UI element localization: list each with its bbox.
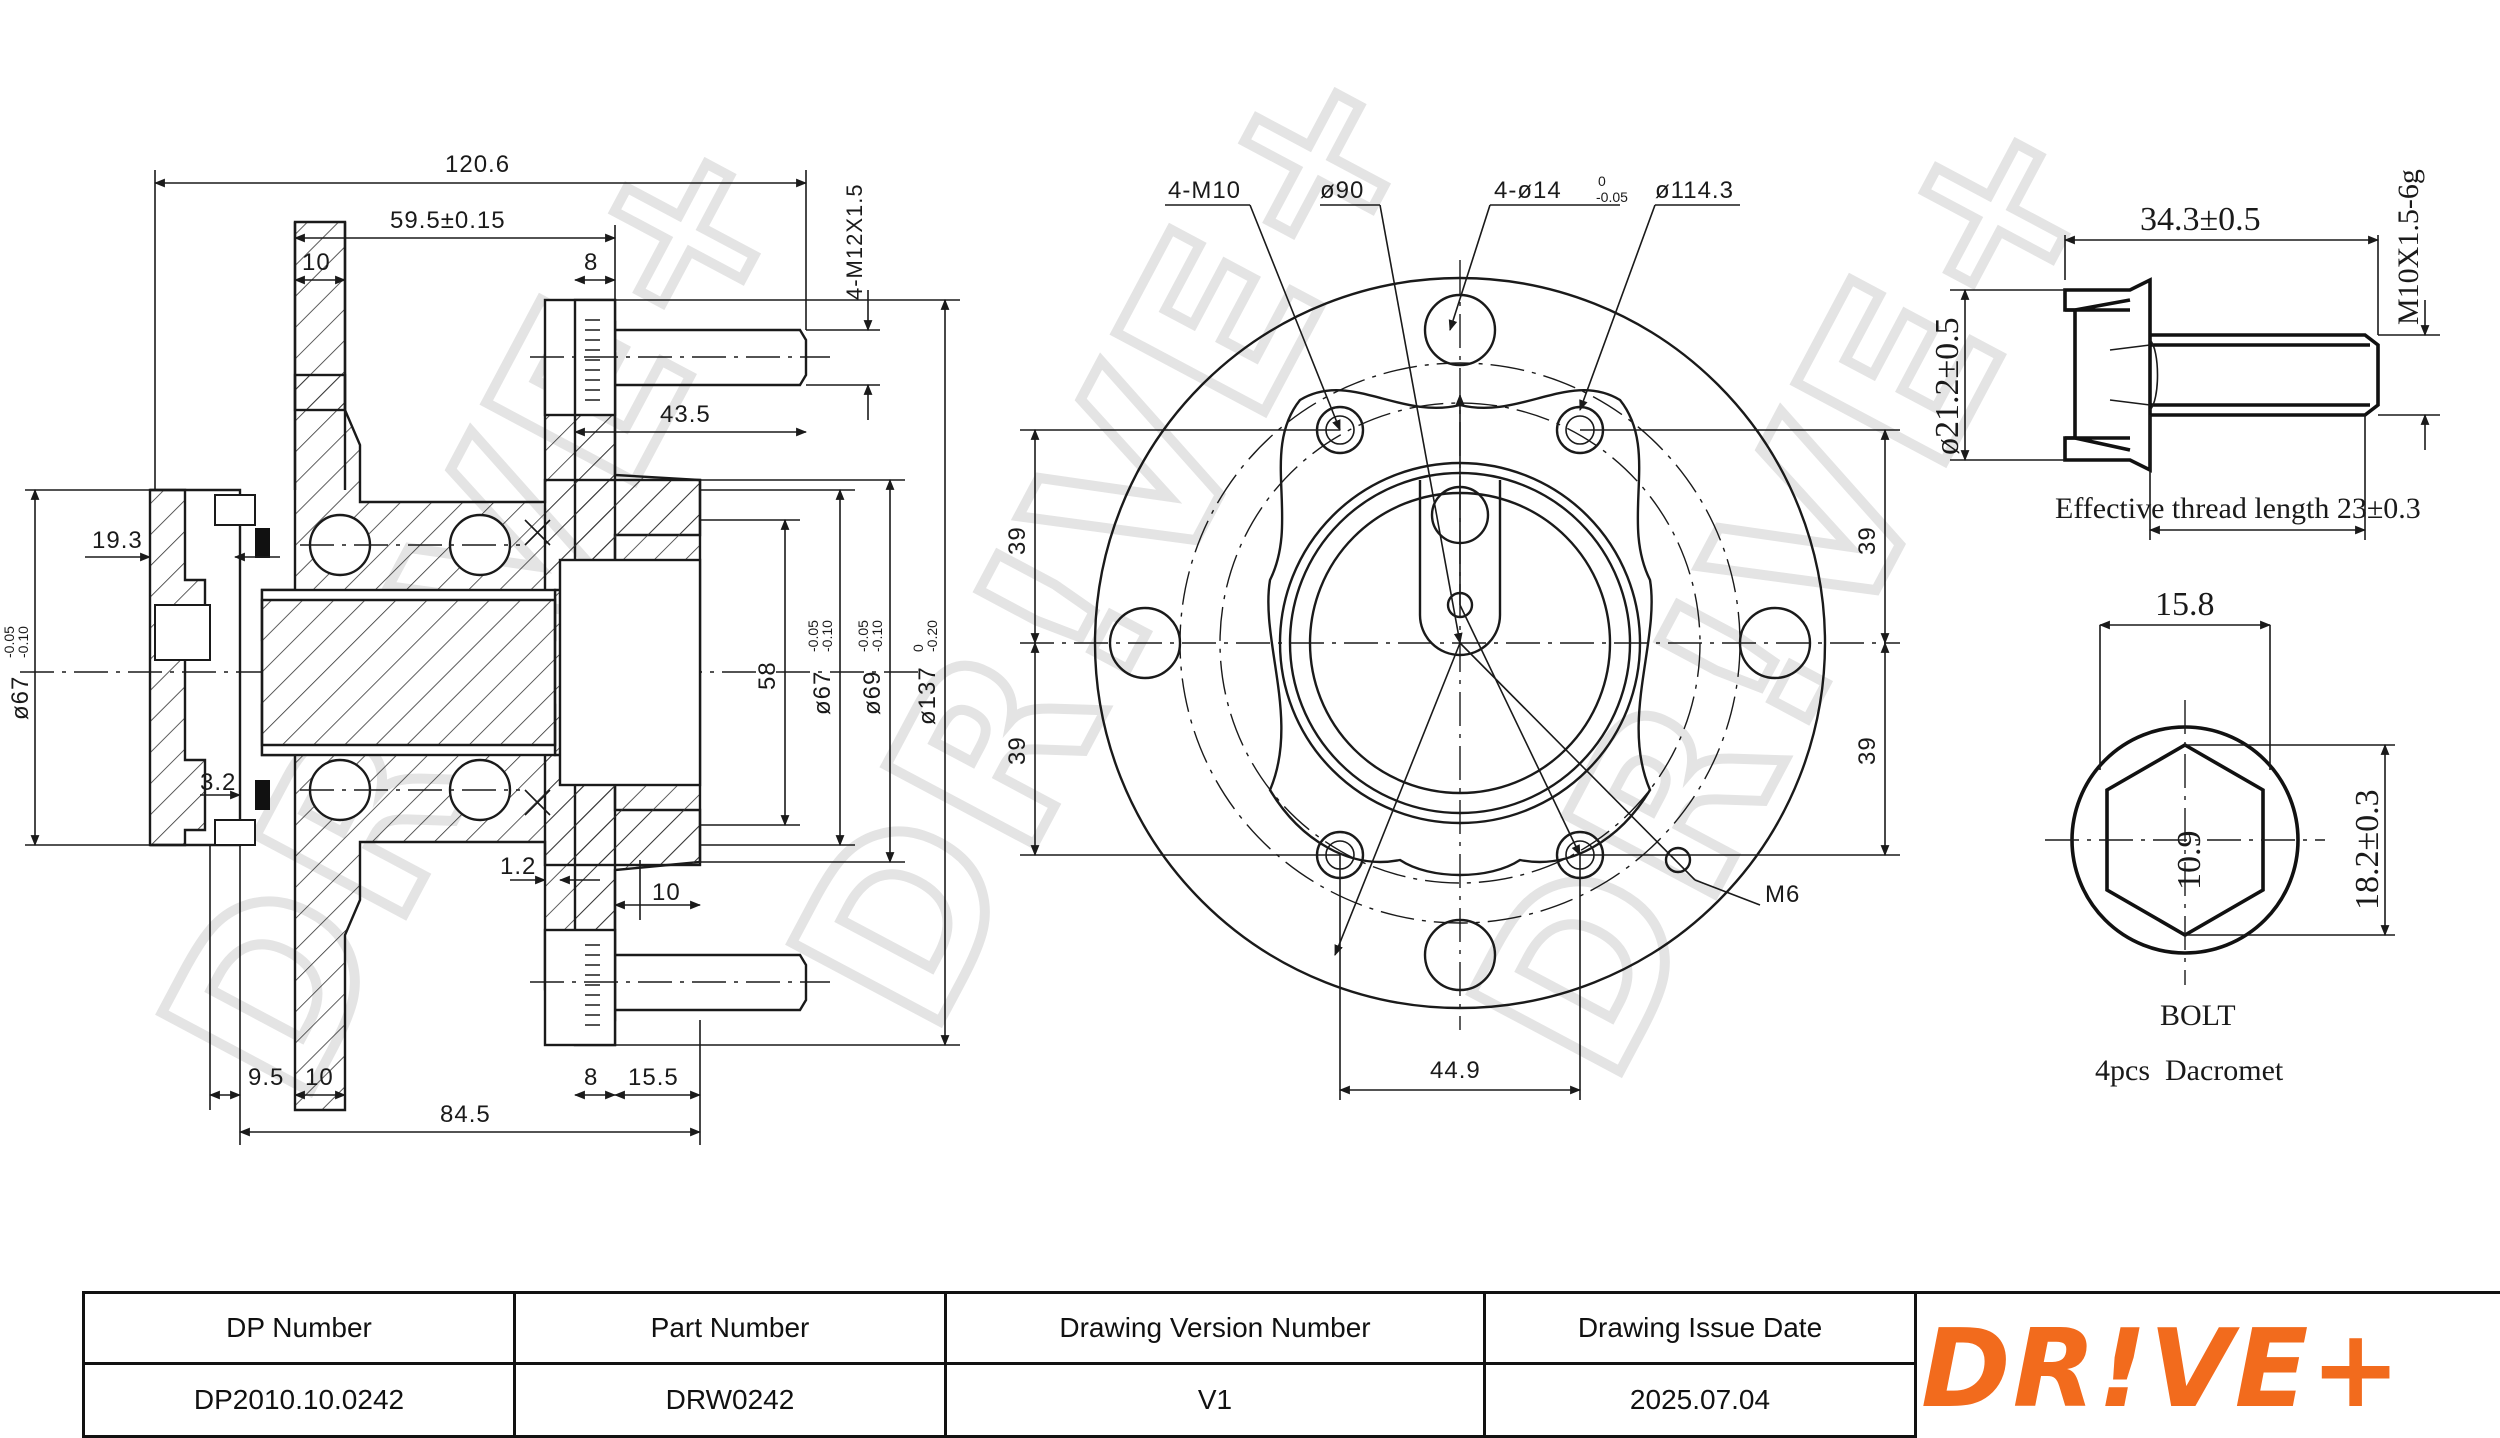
- bolt-shank: [2150, 333, 2380, 417]
- value-drawing-version: V1: [944, 1362, 1486, 1438]
- value-dp-number: DP2010.10.0242: [82, 1362, 516, 1438]
- svg-text:-0.05: -0.05: [1, 626, 17, 658]
- dim-d90: ø90: [1320, 177, 1364, 204]
- dim-43-5: 43.5: [660, 401, 711, 428]
- dim-39-right-bottom: 39: [1854, 736, 1881, 765]
- bolt-head-diameter-label: ø21.2±0.5: [1929, 317, 1966, 455]
- dim-58: 58: [754, 661, 781, 690]
- dim-d114: ø114.3: [1655, 177, 1734, 204]
- svg-text:DR!VE+: DR!VE+: [1921, 1307, 2403, 1432]
- dim-15-5: 15.5: [628, 1064, 679, 1091]
- cap-outline: [150, 488, 242, 847]
- svg-text:0: 0: [1598, 173, 1606, 189]
- inner-flange-lobes: [1267, 389, 1653, 877]
- bolt-head-height-label: 15.8: [2155, 586, 2215, 623]
- m6-hole: [1664, 846, 1692, 874]
- dim-bottom-8: 8: [584, 1064, 598, 1091]
- dim-19-3: 19.3: [92, 527, 143, 554]
- dim-3-2: 3.2: [200, 769, 236, 796]
- bolt-length-label: 34.3±0.5: [2140, 201, 2261, 238]
- svg-text:-0.05: -0.05: [855, 620, 871, 652]
- inner-race: [260, 598, 557, 747]
- header-dp-number: DP Number: [82, 1291, 516, 1365]
- dim-4-d14: 4-ø14: [1494, 177, 1562, 204]
- dim-m6: M6: [1765, 881, 1800, 908]
- bolt-side-view: 34.3±0.5 M10X1.5-6g ø21.2±0.5 Effective …: [1929, 169, 2440, 540]
- dim-4-m10: 4-M10: [1168, 177, 1241, 204]
- wheel-stud-bottom: [530, 928, 830, 1047]
- svg-text:-0.05: -0.05: [805, 620, 821, 652]
- dust-cap: [148, 488, 207, 847]
- bolt-head-view: 10.9 15.8 18.2±0.3 BOLT 4pcs Dacromet: [2045, 586, 2395, 1087]
- dim-59-5: 59.5±0.15: [390, 207, 506, 234]
- dim-d69: ø69: [859, 671, 886, 715]
- svg-text:-0.10: -0.10: [819, 620, 835, 652]
- header-issue-date: Drawing Issue Date: [1483, 1291, 1917, 1365]
- dim-1-2: 1.2: [500, 853, 536, 880]
- dim-d137: ø137: [914, 666, 941, 725]
- svg-text:DR!VE+: DR!VE+: [1423, 54, 2157, 1116]
- dim-d67-inner: ø67: [809, 671, 836, 715]
- svg-text:-0.10: -0.10: [15, 626, 31, 658]
- bolt-across-corners-label: 18.2±0.3: [2349, 789, 2386, 910]
- bolt-effective-thread-label: Effective thread length 23±0.3: [2055, 492, 2421, 525]
- value-part-number: DRW0242: [513, 1362, 947, 1438]
- side-dimensions: 120.6 59.5±0.15 10 8 4-M12X1.5 43.5 19.3…: [1, 151, 960, 1145]
- wheel-stud-top: [530, 298, 830, 417]
- svg-text:-0.10: -0.10: [869, 620, 885, 652]
- svg-text:0: 0: [910, 644, 926, 652]
- bolt-note: 4pcs Dacromet: [2095, 1054, 2284, 1087]
- bolt-grade-label: 10.9: [2171, 831, 2208, 891]
- dim-120-6: 120.6: [445, 151, 510, 178]
- dim-left-10: 10: [302, 249, 331, 276]
- title-block: DP Number Part Number Drawing Version Nu…: [82, 1291, 2500, 1438]
- drive-logo: DR!VE+: [1907, 1291, 2500, 1437]
- dim-bolt-spec: 4-M12X1.5: [842, 183, 867, 300]
- dim-39-right-top: 39: [1854, 526, 1881, 555]
- header-part-number: Part Number: [513, 1291, 947, 1365]
- dim-39-left-bottom: 39: [1004, 736, 1031, 765]
- front-view: 4-M10 ø90 4-ø14 0 -0.05 ø114.3 M6 39 39 …: [1004, 173, 1900, 1100]
- dim-right-10: 10: [652, 879, 681, 906]
- svg-text:DR!VE+: DR!VE+: [743, 4, 1477, 1066]
- bearing-balls: [300, 513, 520, 822]
- bolt-thread-label: M10X1.5-6g: [2392, 169, 2425, 325]
- dim-84-5: 84.5: [440, 1101, 491, 1128]
- dim-9-5: 9.5: [248, 1064, 284, 1091]
- dim-d67-left: ø67: [7, 676, 34, 720]
- dim-bottom-10: 10: [305, 1064, 334, 1091]
- value-issue-date: 2025.07.04: [1483, 1362, 1917, 1438]
- bolt-label: BOLT: [2160, 999, 2236, 1032]
- dim-44-9: 44.9: [1430, 1057, 1481, 1084]
- front-leaders: [1165, 204, 1761, 957]
- header-drawing-version: Drawing Version Number: [944, 1291, 1486, 1365]
- title-block-table: DP Number Part Number Drawing Version Nu…: [82, 1291, 1917, 1438]
- dim-39-left-top: 39: [1004, 526, 1031, 555]
- svg-text:-0.20: -0.20: [924, 620, 940, 652]
- svg-text:-0.05: -0.05: [1596, 189, 1628, 205]
- side-section-view: 120.6 59.5±0.15 10 8 4-M12X1.5 43.5 19.3…: [1, 151, 960, 1145]
- dim-8-top: 8: [584, 249, 598, 276]
